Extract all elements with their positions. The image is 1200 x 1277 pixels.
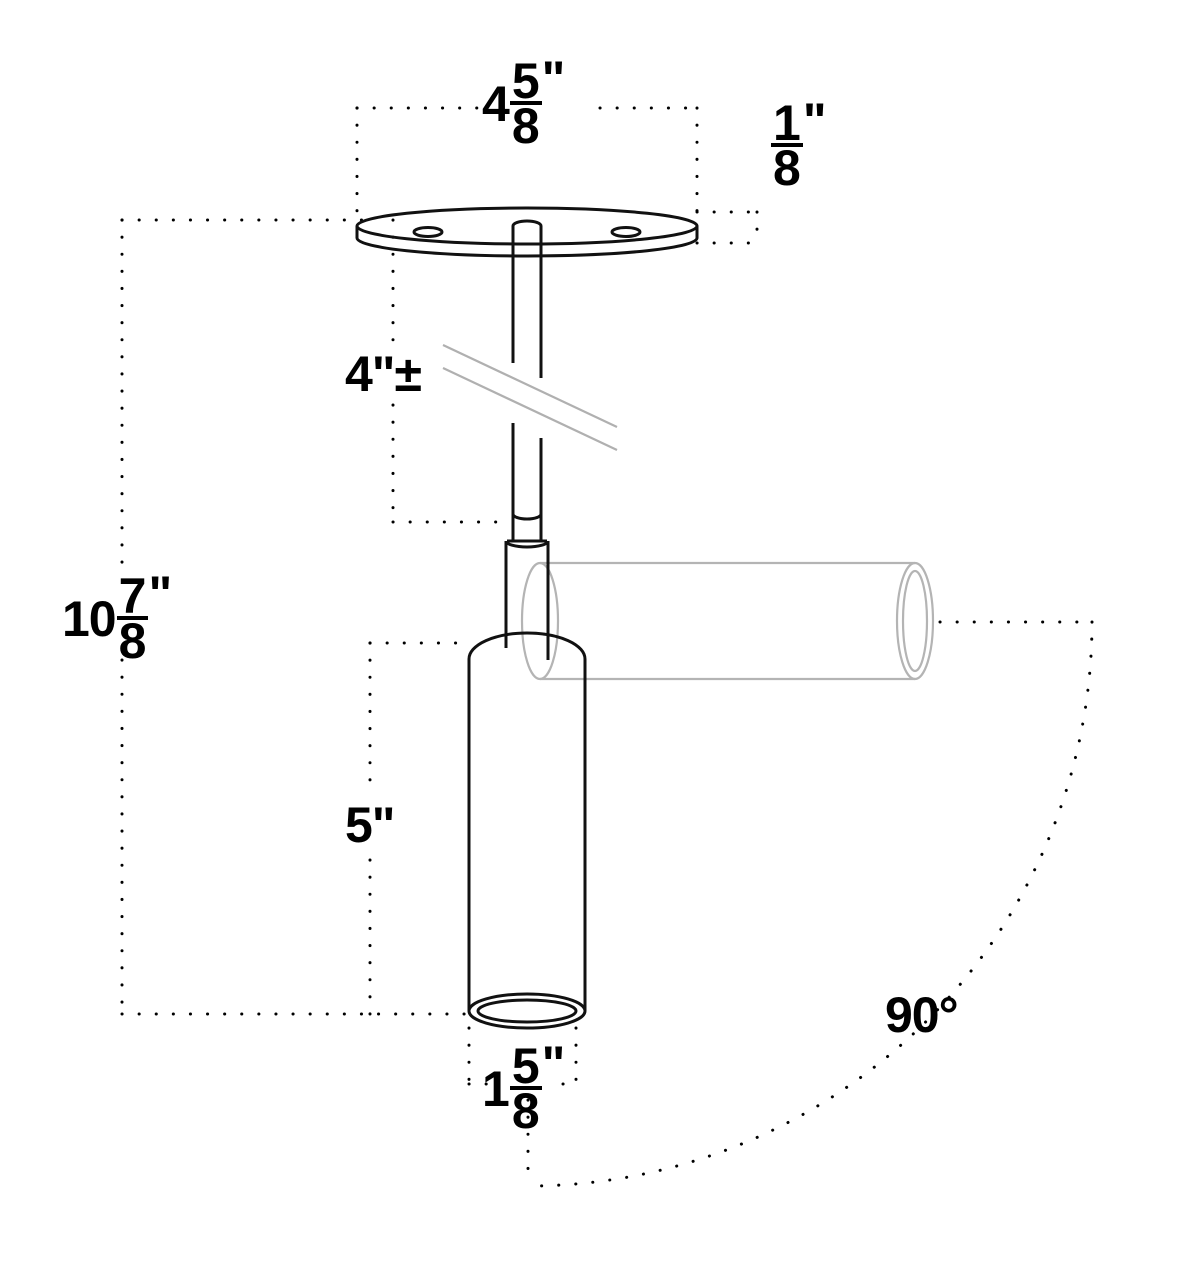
stem-upper-cap (511, 219, 543, 227)
arc-swivel-90 (526, 620, 1094, 1188)
fraction-bar (509, 1086, 542, 1090)
dimension-label-head-length: 5" (345, 797, 396, 853)
head-lens-outer-rim (467, 992, 587, 1030)
stem-length-text: 4"± (345, 346, 422, 402)
overall-height-whole: 10 (62, 591, 117, 647)
fraction-bar (116, 616, 149, 620)
head-diameter-unit: " (541, 1036, 566, 1092)
head-shoulder-top (467, 631, 587, 660)
swivel-angle-text: 90° (885, 987, 959, 1043)
overall-height-denominator: 8 (118, 613, 147, 669)
stem-collar-top-arc (511, 513, 543, 521)
dimension-label-stem-length: 4"± (345, 346, 422, 402)
overall-height-numerator: 7 (118, 568, 147, 624)
dimension-label-swivel-angle: 90° (885, 987, 959, 1043)
canopy-side-wall (355, 226, 699, 258)
ghost-back-ellipse (520, 561, 560, 681)
construction-lines (120, 106, 1094, 1188)
overall-height-fraction: 7 8 (116, 568, 149, 669)
canopy-diameter-unit: " (541, 51, 566, 107)
break-line-upper (442, 344, 618, 428)
cylinder-head-rotated-ghost (520, 561, 935, 681)
canopy-thickness-unit: " (802, 93, 827, 149)
stem-break-symbol (442, 344, 618, 451)
head-diameter-fraction: 5 8 (509, 1038, 542, 1139)
overall-height-unit: " (148, 566, 173, 622)
canopy-thickness-fraction: 1 8 (771, 95, 803, 196)
head-length-text: 5" (345, 797, 396, 853)
ghost-lens-inner-ellipse (901, 569, 929, 673)
head-lens-inner-rim (476, 998, 578, 1024)
ghost-lens-outer-ellipse (895, 561, 935, 681)
canopy-thickness-numerator: 1 (773, 95, 801, 151)
head-diameter-denominator: 8 (511, 1083, 540, 1139)
canopy-diameter-numerator: 5 (511, 53, 540, 109)
canopy-mounting-hole-left (412, 226, 444, 238)
dimension-label-canopy-diameter: 4 5 8 " (482, 53, 565, 154)
dimension-label-head-diameter: 1 5 8 " (482, 1038, 565, 1139)
fraction-bar (771, 143, 803, 147)
fraction-bar (509, 101, 542, 105)
knuckle-top-arc (504, 540, 550, 549)
canopy-diameter-fraction: 5 8 (509, 53, 542, 154)
break-line-lower (442, 367, 618, 451)
canopy-diameter-whole: 4 (482, 76, 510, 132)
dimension-label-overall-height: 10 7 8 " (62, 568, 172, 669)
canopy-mounting-hole-right (610, 226, 642, 238)
head-diameter-whole: 1 (482, 1061, 510, 1117)
dimension-label-canopy-thickness: 1 8 " (770, 95, 827, 196)
fixture-geometry (355, 206, 699, 1030)
head-diameter-numerator: 5 (511, 1038, 540, 1094)
canopy-thickness-denominator: 8 (773, 140, 801, 196)
canopy-top-face (355, 206, 699, 246)
canopy-diameter-denominator: 8 (511, 98, 540, 154)
